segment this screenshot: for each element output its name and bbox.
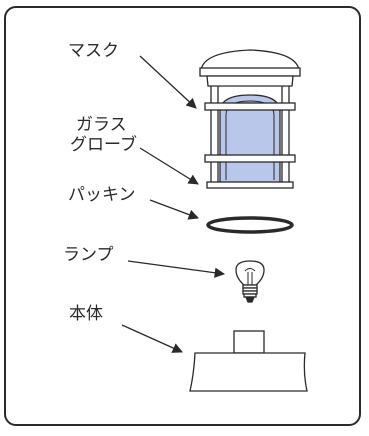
body-label: 本体	[69, 304, 103, 324]
packing-ring	[206, 216, 294, 234]
mask-arrow	[139, 55, 197, 109]
glass-globe-arrow	[139, 147, 199, 185]
body-arrow	[121, 324, 183, 353]
packing-label: パッキン	[68, 185, 136, 205]
glass-globe-label-line1: ガラス	[76, 115, 127, 135]
lamp-label: ランプ	[63, 245, 114, 265]
mask-and-globe-illustration	[199, 49, 301, 189]
mask-label: マスク	[68, 41, 119, 61]
packing-arrow	[149, 199, 199, 220]
lamp-arrow	[127, 260, 226, 278]
glass-globe-label-line2: グローブ	[70, 135, 137, 155]
lamp-bulb-illustration	[235, 260, 265, 303]
body-illustration	[189, 330, 308, 392]
